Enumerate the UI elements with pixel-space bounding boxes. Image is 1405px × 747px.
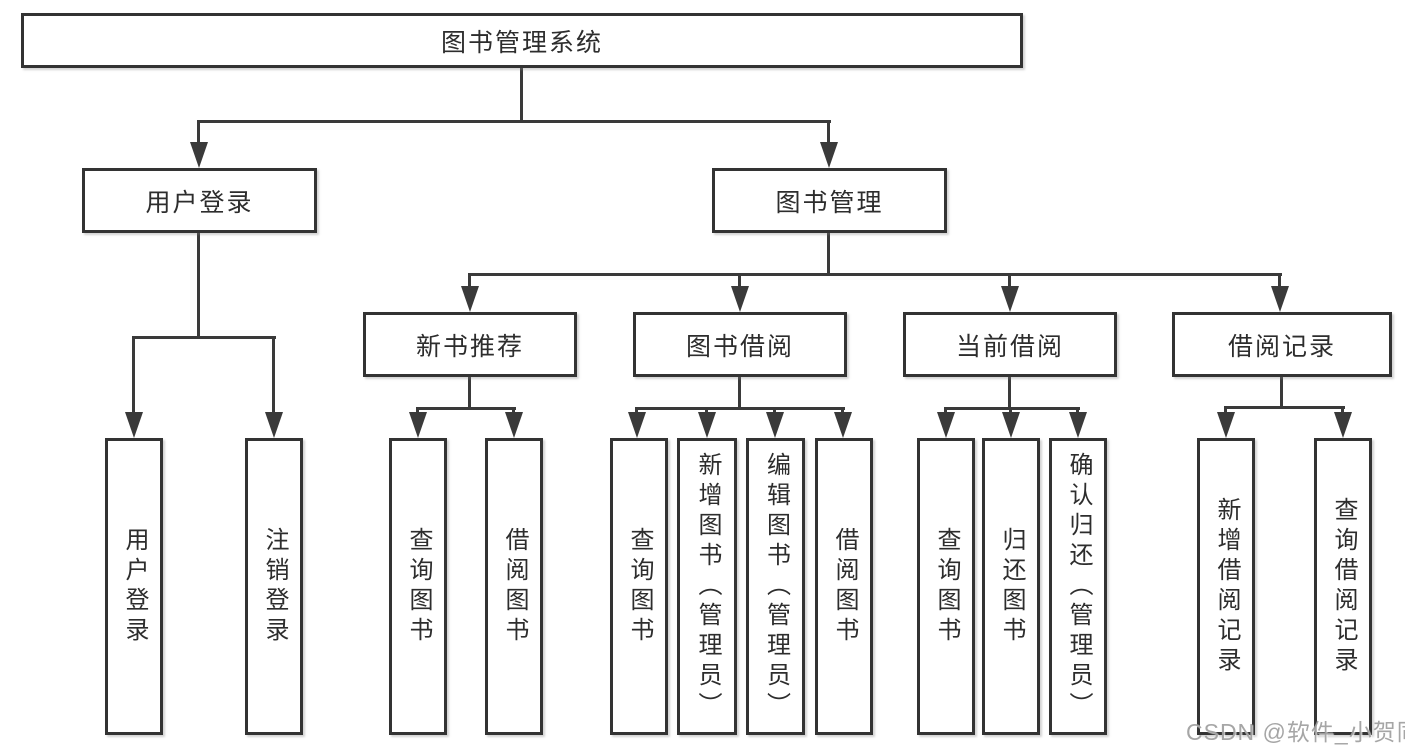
node-borrowing-records: 借阅记录 <box>1172 312 1392 377</box>
node-label: 用户登录 <box>145 188 254 217</box>
connector-borrowing-drop-1 <box>635 407 638 414</box>
connector-borrowing-drop-2 <box>705 407 708 414</box>
connector-userlogin-stem <box>197 233 200 336</box>
leaf-borrow-books: 借阅图书 <box>815 438 873 735</box>
arrowhead-icon <box>1002 412 1020 438</box>
connector-borrowing-branch <box>635 407 845 410</box>
leaf-add-borrow-record: 新增借阅记录 <box>1197 438 1255 735</box>
leaf-label: 用户登录 <box>121 526 148 647</box>
connector-root-drop-left <box>197 120 200 144</box>
node-library-management-system: 图书管理系统 <box>21 13 1023 68</box>
node-label: 图书管理系统 <box>440 28 603 57</box>
connector-borrowing-drop-4 <box>841 407 844 414</box>
leaf-label: 查询借阅记录 <box>1330 496 1357 677</box>
connector-bookmgmt-branch <box>468 273 1282 276</box>
connector-newbook-branch <box>416 407 516 410</box>
leaf-label: 查询图书 <box>405 526 432 647</box>
connector-bookmgmt-drop-4 <box>1278 273 1281 288</box>
connector-current-stem <box>1008 377 1011 407</box>
leaf-query-books-current: 查询图书 <box>917 438 975 735</box>
leaf-label: 查询图书 <box>933 526 960 647</box>
connector-borrowing-drop-3 <box>773 407 776 414</box>
connector-root-drop-right <box>827 120 830 144</box>
arrowhead-icon <box>1217 412 1235 438</box>
leaf-return-books: 归还图书 <box>982 438 1040 735</box>
leaf-label: 注销登录 <box>261 526 288 647</box>
arrowhead-icon <box>1069 412 1087 438</box>
connector-current-drop-3 <box>1076 407 1079 414</box>
connector-userlogin-branch <box>132 336 276 339</box>
connector-root-branch <box>197 120 831 123</box>
node-label: 图书借阅 <box>685 332 794 361</box>
leaf-label: 新增借阅记录 <box>1213 496 1240 677</box>
arrowhead-icon <box>125 412 143 438</box>
leaf-label: 借阅图书 <box>501 526 528 647</box>
connector-newbook-stem <box>468 377 471 407</box>
connector-borrowing-stem <box>738 377 741 407</box>
connector-current-drop-1 <box>944 407 947 414</box>
arrowhead-icon <box>731 286 749 312</box>
arrowhead-icon <box>937 412 955 438</box>
connector-records-stem <box>1280 377 1283 406</box>
arrowhead-icon <box>628 412 646 438</box>
arrowhead-icon <box>1334 412 1352 438</box>
node-label: 借阅记录 <box>1227 332 1336 361</box>
node-label: 图书管理 <box>775 188 884 217</box>
connector-root-stem <box>520 68 523 120</box>
leaf-label: 新增图书（管理员） <box>694 451 721 722</box>
connector-bookmgmt-drop-1 <box>468 273 471 288</box>
connector-newbook-drop-2 <box>512 407 515 414</box>
arrowhead-icon <box>190 142 208 168</box>
connector-records-drop-1 <box>1224 406 1227 414</box>
leaf-user-login: 用户登录 <box>105 438 163 735</box>
connector-records-drop-2 <box>1341 406 1344 414</box>
arrowhead-icon <box>461 286 479 312</box>
arrowhead-icon <box>766 412 784 438</box>
leaf-add-books-admin: 新增图书（管理员） <box>677 438 737 735</box>
leaf-logout: 注销登录 <box>245 438 303 735</box>
node-label: 当前借阅 <box>955 332 1064 361</box>
arrowhead-icon <box>409 412 427 438</box>
arrowhead-icon <box>820 142 838 168</box>
leaf-query-books-borrowing: 查询图书 <box>610 438 668 735</box>
leaf-confirm-return-admin: 确认归还（管理员） <box>1049 438 1107 735</box>
leaf-edit-books-admin: 编辑图书（管理员） <box>746 438 805 735</box>
connector-bookmgmt-drop-2 <box>738 273 741 288</box>
node-user-login: 用户登录 <box>82 168 317 233</box>
node-new-book-recommend: 新书推荐 <box>363 312 577 377</box>
node-label: 新书推荐 <box>415 332 524 361</box>
arrowhead-icon <box>265 412 283 438</box>
leaf-label: 确认归还（管理员） <box>1065 451 1092 722</box>
connector-newbook-drop-1 <box>416 407 419 414</box>
node-current-borrowing: 当前借阅 <box>903 312 1117 377</box>
connector-userlogin-drop-1 <box>132 336 135 414</box>
node-book-borrowing: 图书借阅 <box>633 312 847 377</box>
leaf-borrow-books-recommend: 借阅图书 <box>485 438 543 735</box>
connector-bookmgmt-drop-3 <box>1008 273 1011 288</box>
leaf-label: 编辑图书（管理员） <box>762 451 790 722</box>
connector-current-drop-2 <box>1009 407 1012 414</box>
leaf-label: 归还图书 <box>998 526 1025 647</box>
arrowhead-icon <box>505 412 523 438</box>
connector-records-branch <box>1224 406 1345 409</box>
leaf-query-books-recommend: 查询图书 <box>389 438 447 735</box>
leaf-label: 查询图书 <box>626 526 653 647</box>
leaf-query-borrow-record: 查询借阅记录 <box>1314 438 1372 735</box>
arrowhead-icon <box>1001 286 1019 312</box>
arrowhead-icon <box>698 412 716 438</box>
arrowhead-icon <box>1271 286 1289 312</box>
csdn-watermark: CSDN @软件_小贺同学 <box>1186 719 1405 745</box>
connector-userlogin-drop-2 <box>272 336 275 414</box>
connector-current-branch <box>944 407 1080 410</box>
arrowhead-icon <box>834 412 852 438</box>
node-book-management: 图书管理 <box>712 168 947 233</box>
leaf-label: 借阅图书 <box>831 526 858 647</box>
connector-bookmgmt-stem <box>827 233 830 273</box>
